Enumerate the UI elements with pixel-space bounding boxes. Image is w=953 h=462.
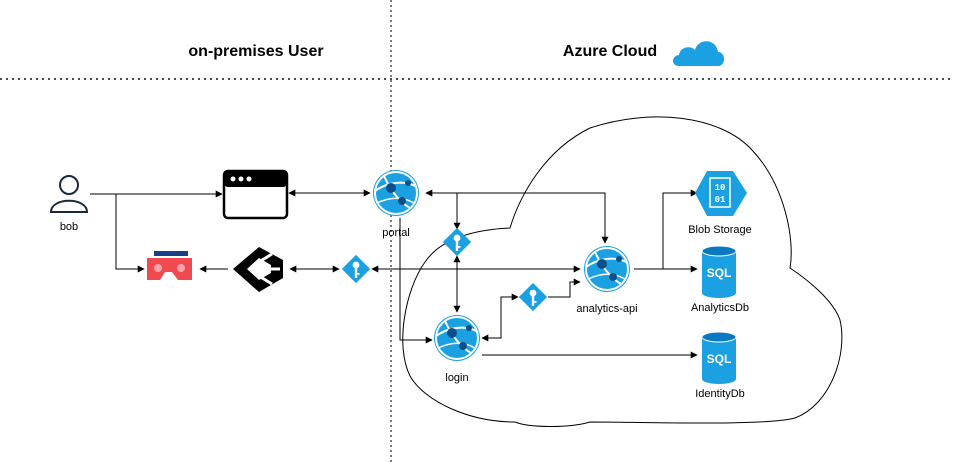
browser-window-icon [222, 169, 289, 220]
azure-cloud-header: Azure Cloud [563, 43, 657, 60]
azure-cloud-boundary [402, 116, 843, 427]
connector-analytics-blob [634, 189, 698, 270]
connector-bob-vr [115, 194, 145, 273]
login-label: login [445, 372, 468, 384]
svg-text:SQL: SQL [707, 352, 732, 366]
connector-login-key2 [481, 293, 519, 342]
user-label: bob [60, 221, 78, 233]
svg-text:10: 10 [715, 183, 726, 193]
connector-portal-analytics [425, 189, 609, 244]
connector-key2-analytics [548, 278, 581, 298]
svg-text:SQL: SQL [707, 266, 732, 280]
svg-text:01: 01 [715, 195, 726, 205]
login-app-service-icon [433, 314, 481, 362]
portal-app-service-icon [372, 169, 420, 217]
identity-db-label: IdentityDb [695, 388, 745, 400]
unity-icon [233, 247, 283, 292]
key-icon [341, 254, 371, 284]
sql-database-icon: SQL [701, 245, 737, 299]
user-icon [49, 175, 89, 213]
on-premises-header: on-premises User [188, 43, 323, 60]
portal-label: portal [382, 227, 410, 239]
analytics-api-app-service-icon [583, 245, 631, 293]
cloud-icon [673, 41, 724, 66]
blob-storage-label: Blob Storage [688, 224, 752, 236]
key-icon [442, 227, 472, 257]
vr-headset-icon [147, 251, 192, 280]
analytics-db-label: AnalyticsDb [691, 302, 749, 314]
sql-database-icon: SQL [701, 331, 737, 385]
blob-storage-icon: 10 01 [695, 171, 747, 216]
analytics-api-label: analytics-api [576, 303, 637, 315]
key-icon [518, 282, 548, 312]
connector-portal-login [399, 218, 433, 344]
